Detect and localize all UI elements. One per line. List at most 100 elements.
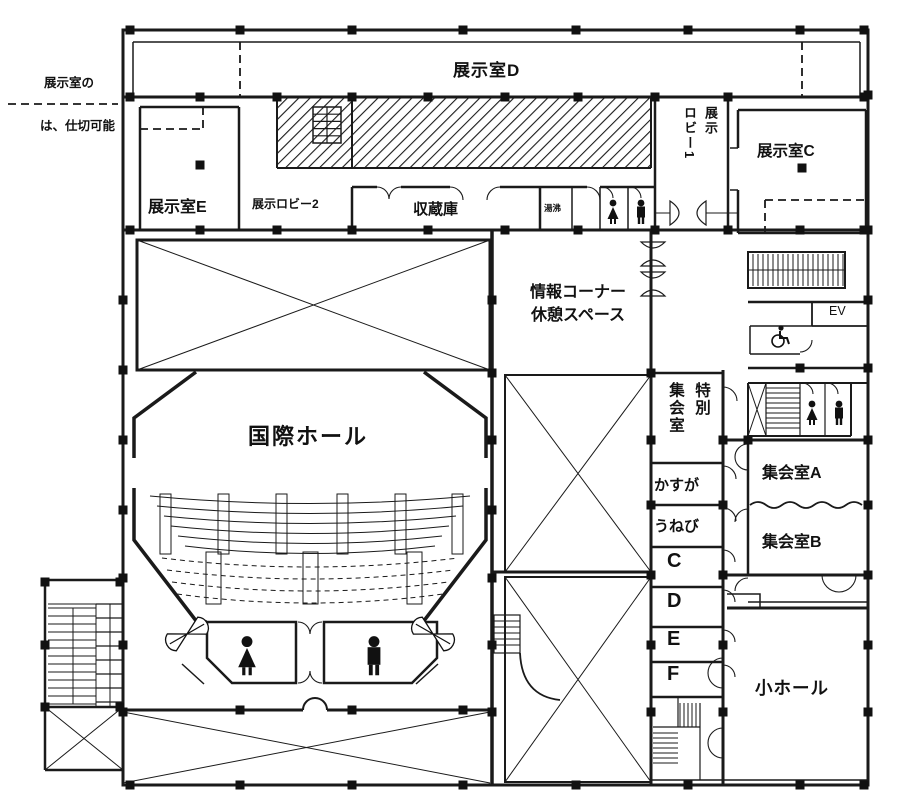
structural-column bbox=[795, 225, 805, 235]
male-person-icon bbox=[833, 399, 845, 427]
structural-column bbox=[487, 707, 497, 717]
structural-column bbox=[423, 225, 433, 235]
seating-aisle-steps bbox=[275, 493, 288, 555]
stage-block bbox=[135, 238, 492, 372]
label-kasuga: かすが bbox=[654, 477, 700, 494]
structural-column bbox=[863, 435, 873, 445]
structural-column bbox=[571, 780, 581, 790]
seating-aisle-steps bbox=[302, 551, 319, 605]
structural-column bbox=[795, 25, 805, 35]
structural-column bbox=[863, 640, 873, 650]
structural-column bbox=[423, 92, 433, 102]
structural-column bbox=[863, 707, 873, 717]
structural-column bbox=[650, 92, 660, 102]
structural-column bbox=[573, 92, 583, 102]
escalator bbox=[747, 251, 846, 289]
label-hot-water: 湯沸 bbox=[544, 203, 562, 213]
seat-row-dashed bbox=[176, 593, 444, 604]
structural-column bbox=[859, 780, 869, 790]
label-meeting-b: 集会室B bbox=[762, 534, 822, 551]
structural-column bbox=[646, 435, 656, 445]
structural-column bbox=[718, 500, 728, 510]
structural-column bbox=[859, 25, 869, 35]
label-small-hall: 小ホール bbox=[755, 678, 829, 698]
label-info-corner-line2: 休憩スペース bbox=[530, 307, 626, 324]
door-arcs bbox=[297, 186, 857, 759]
structural-column bbox=[235, 25, 245, 35]
structural-column bbox=[195, 225, 205, 235]
structural-column bbox=[272, 225, 282, 235]
label-room-f: F bbox=[667, 663, 680, 685]
structural-column bbox=[347, 92, 357, 102]
structural-column bbox=[646, 640, 656, 650]
structural-column bbox=[718, 435, 728, 445]
seating-aisle-steps bbox=[406, 551, 423, 605]
label-exhibit-d: 展示室D bbox=[453, 61, 521, 80]
structural-column bbox=[646, 570, 656, 580]
structural-column bbox=[487, 573, 497, 583]
structural-column bbox=[195, 160, 205, 170]
seat-row-solid bbox=[177, 535, 443, 544]
structural-column bbox=[571, 25, 581, 35]
label-meeting-a: 集会室A bbox=[762, 465, 822, 482]
structural-column bbox=[500, 92, 510, 102]
seat-row-solid bbox=[149, 495, 471, 504]
structural-column bbox=[40, 577, 50, 587]
male-person-icon bbox=[635, 198, 647, 226]
structural-column bbox=[195, 92, 205, 102]
label-storage: 収蔵庫 bbox=[413, 201, 459, 218]
structural-column bbox=[863, 570, 873, 580]
label-room-d: D bbox=[667, 590, 682, 612]
stair-treads bbox=[766, 387, 800, 429]
seating-aisle-steps bbox=[394, 493, 407, 555]
label-elevator: EV bbox=[829, 304, 846, 318]
female-person-icon bbox=[606, 198, 620, 225]
structural-column bbox=[40, 702, 50, 712]
structural-column bbox=[125, 225, 135, 235]
seating-aisle-steps bbox=[159, 493, 172, 555]
label-exhibit-c: 展示室C bbox=[757, 143, 815, 160]
seat-row-solid bbox=[184, 545, 436, 554]
seating-aisle-steps bbox=[451, 493, 464, 555]
double-door-symbols bbox=[639, 199, 738, 297]
female-person-icon bbox=[236, 634, 258, 677]
seat-row-dashed bbox=[171, 581, 449, 592]
structural-column bbox=[118, 435, 128, 445]
structural-column bbox=[863, 500, 873, 510]
seating-aisle-steps bbox=[217, 493, 230, 555]
structural-column bbox=[118, 365, 128, 375]
label-exhibit-e: 展示室E bbox=[148, 199, 207, 216]
structural-column bbox=[795, 363, 805, 373]
structural-column bbox=[458, 25, 468, 35]
structural-column bbox=[347, 25, 357, 35]
label-special-meeting-left: 集会室 bbox=[667, 382, 684, 435]
structural-column bbox=[40, 640, 50, 650]
structural-column bbox=[125, 25, 135, 35]
wheelchair-icon bbox=[771, 324, 790, 348]
structural-column bbox=[125, 92, 135, 102]
structural-column bbox=[235, 705, 245, 715]
seat-row-solid bbox=[156, 505, 464, 514]
male-person-icon bbox=[365, 634, 383, 678]
structural-column bbox=[458, 780, 468, 790]
structural-column bbox=[795, 780, 805, 790]
structural-column bbox=[650, 225, 660, 235]
structural-column bbox=[487, 505, 497, 515]
structural-column bbox=[118, 295, 128, 305]
structural-column bbox=[118, 640, 128, 650]
walls-secondary bbox=[138, 97, 868, 781]
structural-column bbox=[646, 368, 656, 378]
left-exterior-stair bbox=[43, 578, 124, 772]
label-room-e: E bbox=[667, 628, 681, 650]
structural-column bbox=[718, 570, 728, 580]
structural-column bbox=[797, 163, 807, 173]
right-l-stair bbox=[653, 697, 701, 780]
label-intl-hall: 国際ホール bbox=[248, 424, 369, 449]
seat-row-solid bbox=[163, 515, 457, 524]
seating-aisle-steps bbox=[336, 493, 349, 555]
label-special-meeting-right: 特別 bbox=[693, 382, 710, 417]
label-exhibit-lobby1-right: 展示 bbox=[703, 106, 718, 136]
structural-column bbox=[863, 295, 873, 305]
seat-row-dashed bbox=[166, 569, 454, 580]
